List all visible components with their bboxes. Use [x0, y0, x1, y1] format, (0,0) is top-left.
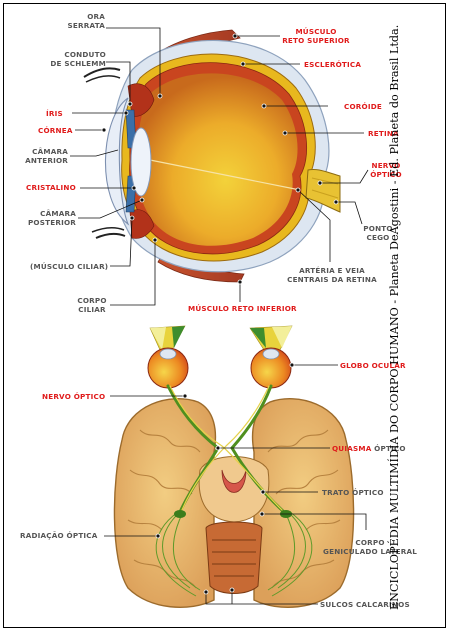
label-trato-optico: TRATO ÓPTICO: [322, 488, 384, 497]
label-musculo-reto-superior: MÚSCULO RETO SUPERIOR: [282, 27, 350, 45]
label-sulcos-calcarinos: SULCOS CALCARINOS: [320, 600, 410, 609]
label-ponto-cego: PONTO CEGO: [363, 224, 393, 242]
credit-text: ENCICLOPÉDIA MULTIMÍDIA DO CORPO HUMANO …: [388, 24, 401, 610]
leader-dots: [101, 33, 339, 595]
vitreous-body: [137, 73, 298, 246]
label-camara-anterior: CÂMARA ANTERIOR: [25, 147, 68, 165]
label-arteria-veia: ARTÉRIA E VEIA CENTRAIS DA RETINA: [287, 266, 377, 284]
label-radiacao-optica: RADIAÇÃO ÓPTICA: [20, 531, 98, 540]
optical-axis-line: [149, 159, 301, 191]
left-hemisphere: [113, 398, 217, 608]
brainstem: [205, 521, 263, 594]
label-retina: RETINA: [368, 129, 399, 138]
label-corpo-ciliar: CORPO CILIAR: [77, 296, 107, 314]
ciliary-body-lower: [129, 209, 155, 239]
optic-nerve: [305, 169, 341, 213]
visual-pathway: [113, 325, 355, 608]
label-camara-posterior: CÂMARA POSTERIOR: [27, 209, 76, 227]
label-cristalino: CRISTALINO: [26, 183, 76, 192]
label-conduto-schlemm: CONDUTO DE SCHLEMM: [50, 50, 106, 68]
label-coroide: CORÓIDE: [344, 102, 382, 111]
label-nervo-optico-eye: NERVO ÓPTICO: [370, 161, 402, 179]
label-quiasma-optico: QUIASMA ÓPTICO: [332, 444, 406, 453]
leader-lines: [70, 27, 369, 605]
right-hemisphere: [251, 398, 355, 608]
label-musculo-reto-inferior: MÚSCULO RETO INFERIOR: [188, 304, 297, 313]
label-quiasma-optico-suffix: ÓPTICO: [371, 444, 406, 453]
ciliary-body-upper: [127, 83, 155, 117]
lens: [130, 127, 152, 197]
label-globo-ocular: GLOBO OCULAR: [340, 361, 406, 370]
cornea: [104, 97, 130, 226]
label-iris: ÍRIS: [46, 109, 63, 118]
label-nervo-optico-brain: NERVO ÓPTICO: [42, 392, 106, 401]
label-corpo-geniculado: CORPO GENICULADO LATERAL: [322, 538, 417, 556]
eye-cross-section: [83, 29, 341, 283]
label-cornea: CÓRNEA: [38, 126, 73, 135]
label-quiasma: QUIASMA: [332, 444, 372, 453]
label-esclerotica: ESCLERÓTICA: [304, 60, 362, 69]
label-musculo-ciliar: (MÚSCULO CILIAR): [30, 262, 109, 271]
label-ora-serrata: ORA SERRATA: [67, 12, 105, 30]
